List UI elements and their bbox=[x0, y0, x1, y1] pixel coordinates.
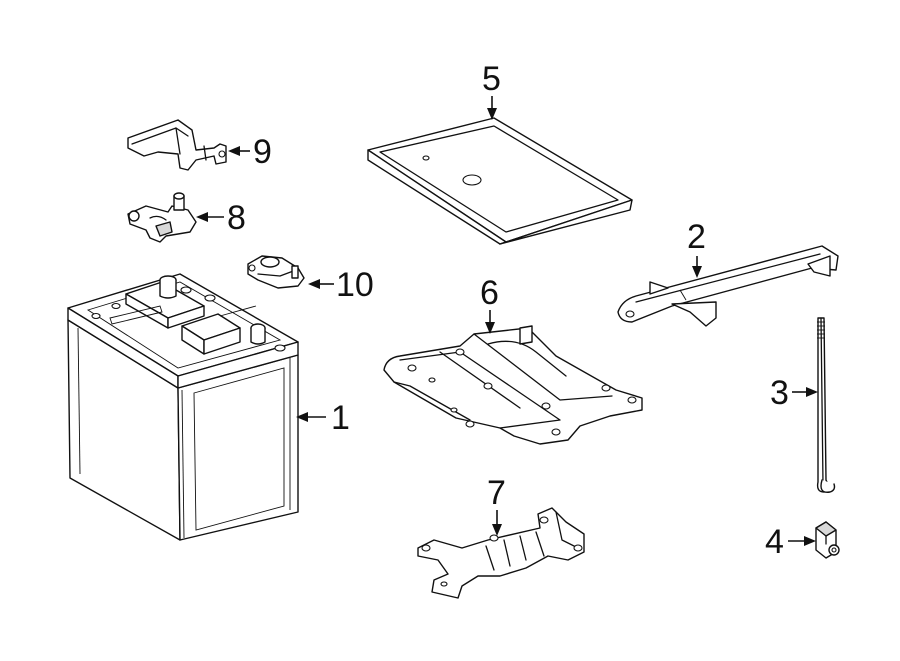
battery-tray-part[interactable] bbox=[367, 117, 633, 245]
callout-6: 6 bbox=[480, 274, 499, 312]
callout-2: 2 bbox=[687, 218, 706, 256]
callout-4: 4 bbox=[765, 523, 784, 561]
callout-1: 1 bbox=[331, 399, 350, 437]
battery-terminal-part[interactable] bbox=[127, 192, 197, 243]
callout-7: 7 bbox=[487, 474, 506, 512]
support-bracket-part[interactable] bbox=[417, 507, 585, 599]
leader-arrows bbox=[196, 96, 818, 546]
tray-carrier-part[interactable] bbox=[383, 325, 643, 445]
callout-10: 10 bbox=[336, 266, 374, 304]
callout-5: 5 bbox=[482, 60, 501, 98]
battery-part[interactable] bbox=[67, 273, 299, 541]
nut-part[interactable] bbox=[815, 521, 840, 559]
callout-8: 8 bbox=[227, 199, 246, 237]
callout-3: 3 bbox=[770, 374, 789, 412]
hold-down-rod-part[interactable] bbox=[816, 317, 836, 493]
callout-9: 9 bbox=[253, 133, 272, 171]
terminal-cover-part[interactable] bbox=[127, 119, 227, 171]
hold-down-clamp-part[interactable] bbox=[617, 245, 839, 327]
callout-labels: 1 2 3 4 5 6 7 8 9 10 bbox=[227, 60, 789, 561]
terminal-cap-part[interactable] bbox=[247, 255, 305, 289]
